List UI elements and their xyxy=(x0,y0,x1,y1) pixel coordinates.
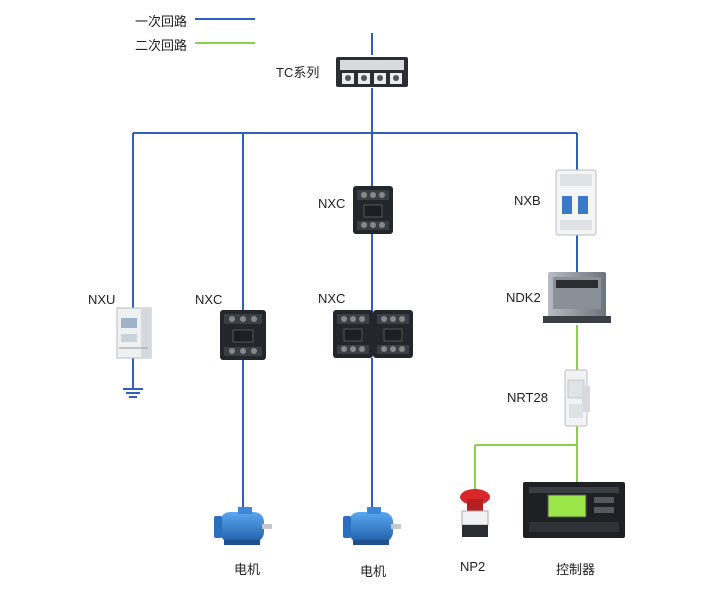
nxu-surge-protector xyxy=(116,307,152,359)
nrt28-label: NRT28 xyxy=(507,390,548,405)
controller-label: 控制器 xyxy=(556,562,596,577)
nxc-left-label: NXC xyxy=(195,292,223,307)
motor-right xyxy=(343,507,401,545)
secondary-circuit-wires xyxy=(474,325,578,490)
ground-symbol xyxy=(123,388,143,398)
ndk2-transformer xyxy=(543,272,611,323)
np2-label: NP2 xyxy=(460,559,486,574)
np2-push-button xyxy=(460,489,490,537)
motor-left xyxy=(214,507,272,545)
nxc-contactor-top xyxy=(353,186,393,234)
motor-left-label: 电机 xyxy=(234,562,261,577)
tc-terminal-block xyxy=(336,57,408,87)
nxb-circuit-breaker xyxy=(555,169,597,236)
nxc-mid-label: NXC xyxy=(318,291,346,306)
primary-circuit-wires xyxy=(132,33,578,512)
nxu-label: NXU xyxy=(88,292,116,307)
controller-device xyxy=(523,482,625,538)
tc-label: TC系列 xyxy=(276,65,320,80)
nxc-top-label: NXC xyxy=(318,196,346,211)
nxb-label: NXB xyxy=(514,193,541,208)
nxc-contactor-left xyxy=(220,310,266,360)
motor-right-label: 电机 xyxy=(360,564,387,579)
legend-primary-label: 一次回路 xyxy=(135,14,188,29)
ndk2-label: NDK2 xyxy=(506,290,541,305)
nxc-contactor-pair xyxy=(333,310,413,358)
nrt28-fuse-holder xyxy=(564,369,590,427)
legend-secondary-label: 二次回路 xyxy=(135,38,188,53)
